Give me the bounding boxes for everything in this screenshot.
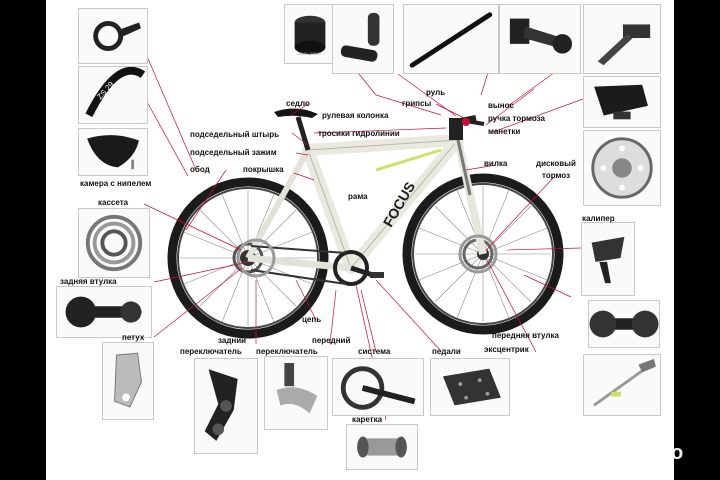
label-tire: покрышка <box>243 165 284 174</box>
label-caliper: калипер <box>582 214 615 223</box>
crankset-image <box>332 358 424 416</box>
front-derailleur-image <box>264 356 328 430</box>
label-front-hub: передняя втулка <box>492 331 559 340</box>
headset-text: CANE CREEK <box>297 52 322 56</box>
cassette-image <box>78 208 150 278</box>
label-cassette: кассета <box>98 198 129 207</box>
shifters-image <box>583 76 661 128</box>
label-shifters: манетки <box>488 127 521 136</box>
label-bottom-bracket: каретка <box>352 415 383 424</box>
label-rear-derailleur-1: задний <box>218 336 247 345</box>
label-dropout: петух <box>122 333 145 342</box>
brake-lever-image <box>583 4 661 74</box>
seat-clamp-quick-image <box>78 8 148 64</box>
label-fork: вилка <box>484 159 508 168</box>
label-chain: цепь <box>302 315 322 324</box>
label-rim: обод <box>190 165 210 174</box>
bicycle-illustration: FOCUS <box>143 5 603 421</box>
label-rear-derailleur-2: переключатель <box>180 347 242 356</box>
label-hydraulic-cables: тросики гидролинии <box>318 129 400 138</box>
watermark-text: Avito <box>636 442 683 464</box>
rim-image: ZS 29 <box>78 66 148 124</box>
label-seatpost: подседельный штырь <box>190 130 280 139</box>
label-front-derailleur-1: передний <box>312 336 351 345</box>
quick-release-image <box>583 354 661 416</box>
label-saddle: седло <box>286 99 310 108</box>
label-crankset: система <box>358 347 391 356</box>
label-pedals: педали <box>432 347 461 356</box>
bike-frame <box>236 108 498 286</box>
stem-image <box>499 4 581 74</box>
dropout-image <box>102 342 154 420</box>
label-disc-brake: дисковый <box>536 159 576 168</box>
label-grips: грипсы <box>402 99 432 108</box>
grips-image <box>332 4 394 74</box>
label-frame: рама <box>348 192 368 201</box>
avito-watermark: Avito <box>612 441 683 465</box>
label-quick-release: эксцентрик <box>484 345 529 354</box>
headset-image: CANE CREEK <box>284 4 336 64</box>
pedals-image <box>430 358 510 416</box>
diagram-panel: FOCUS <box>46 0 674 480</box>
label-handlebar: руль <box>426 88 446 97</box>
front-hub-image <box>588 300 660 348</box>
rear-hub-image <box>56 286 152 338</box>
label-headset: рулевая колонка <box>322 111 389 120</box>
bottom-bracket-image <box>346 424 418 470</box>
label-brake-lever: ручка тормоза <box>488 114 545 123</box>
caliper-image <box>581 222 635 296</box>
label-seat-clamp: подседельный зажим <box>190 148 277 157</box>
label-stem: вынос <box>488 101 514 110</box>
tube-image <box>78 128 148 176</box>
label-rear-hub: задняя втулка <box>60 277 117 286</box>
handlebar-image <box>403 4 499 74</box>
rear-derailleur-image <box>194 358 258 454</box>
avito-logo-icon <box>614 443 633 462</box>
label-tube: камера с нипелем <box>80 179 152 188</box>
label-front-derailleur-2: переключатель <box>256 347 318 356</box>
label-disc-brake-2: тормоз <box>542 171 571 180</box>
disc-brake-image <box>583 130 661 206</box>
